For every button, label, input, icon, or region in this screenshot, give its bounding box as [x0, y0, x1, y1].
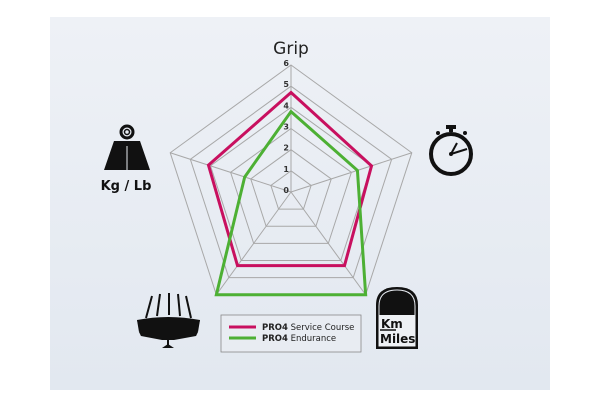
- axis-label-weight: Kg / Lb: [101, 179, 152, 194]
- series-0: [206, 90, 374, 268]
- axis-spoke-4: [170, 152, 292, 193]
- legend-label-endurance: PRO4 Endurance: [262, 334, 336, 344]
- miles-label: Miles: [380, 332, 415, 346]
- axis-label-grip: Grip: [273, 39, 309, 59]
- stopwatch-icon: [429, 125, 473, 176]
- axis-spoke-1: [290, 152, 412, 193]
- tick-label: 2: [283, 144, 289, 153]
- tick-label: 1: [283, 165, 289, 174]
- axis-spoke-3: [215, 191, 292, 296]
- tick-label: 0: [283, 186, 289, 195]
- tread-wear-icon: [137, 293, 200, 348]
- weight-icon: [104, 124, 150, 170]
- odometer-icon: [376, 287, 418, 349]
- axis-spoke-2: [290, 191, 367, 296]
- grid-ring-4: [209, 106, 373, 261]
- legend: PRO4 Service Course PRO4 Endurance: [220, 314, 362, 353]
- tick-label: 6: [283, 59, 289, 68]
- km-label: Km: [381, 317, 403, 331]
- grid-ring-5: [189, 85, 393, 279]
- tick-label: 4: [283, 101, 289, 110]
- grid-ring-2: [250, 149, 332, 227]
- legend-label-service-course: PRO4 Service Course: [262, 323, 354, 333]
- tick-label: 5: [283, 80, 289, 89]
- tick-label: 3: [283, 123, 289, 132]
- series-1: [214, 109, 368, 297]
- grid-ring-1: [270, 170, 312, 210]
- grid-ring-3: [230, 127, 352, 244]
